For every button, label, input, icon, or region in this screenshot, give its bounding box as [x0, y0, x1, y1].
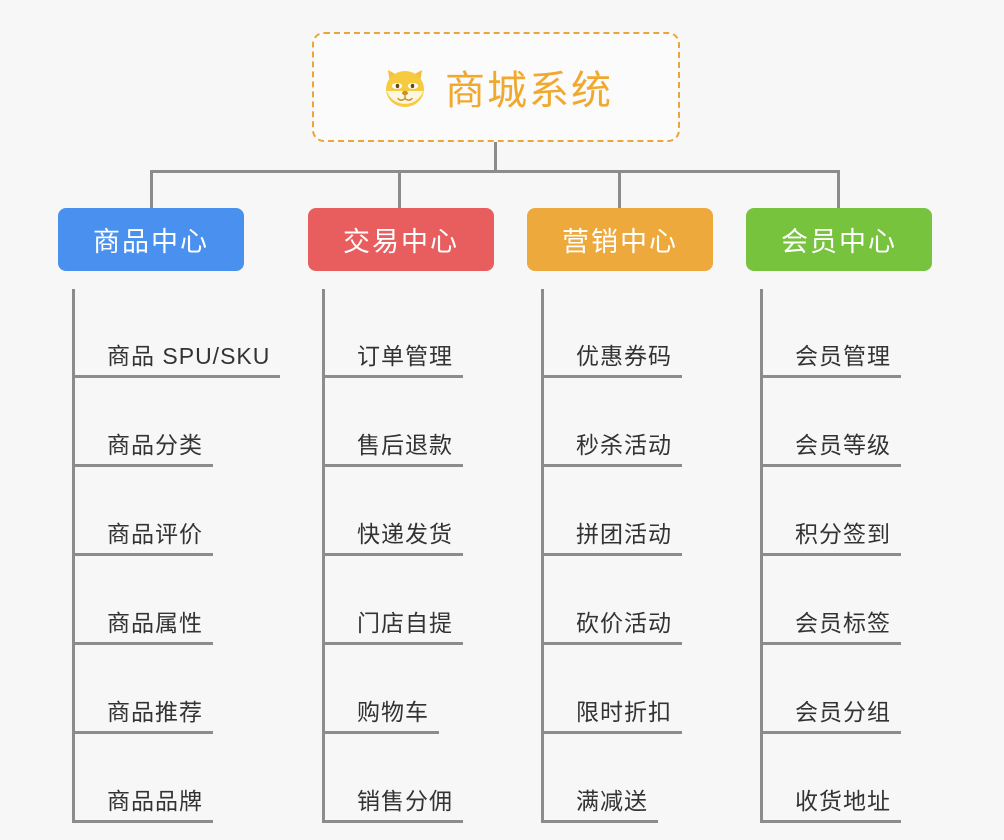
connector-bus: [150, 170, 840, 173]
list-item[interactable]: 商品属性: [75, 556, 244, 645]
leaf-label: 快递发货: [325, 521, 463, 556]
leaf-label: 收货地址: [763, 788, 901, 823]
list-item[interactable]: 购物车: [325, 645, 494, 734]
branch-header-label-3: 营销中心: [562, 227, 678, 257]
leaf-label: 商品评价: [75, 521, 213, 556]
connector-drop-4: [837, 170, 840, 210]
leaf-label: 商品 SPU/SKU: [75, 343, 281, 378]
leaf-label: 砍价活动: [544, 610, 682, 645]
leaf-label: 商品推荐: [75, 699, 213, 734]
list-item[interactable]: 会员等级: [763, 378, 932, 467]
leaf-label: 优惠券码: [544, 343, 682, 378]
leaf-label: 秒杀活动: [544, 432, 682, 467]
branch-column-3: 营销中心 优惠券码 秒杀活动 拼团活动 砍价活动 限时折扣 满减送: [527, 208, 713, 823]
list-item[interactable]: 售后退款: [325, 378, 494, 467]
leaf-label: 购物车: [325, 699, 439, 734]
leaf-label: 商品品牌: [75, 788, 213, 823]
leaf-list-3: 优惠券码 秒杀活动 拼团活动 砍价活动 限时折扣 满减送: [541, 289, 713, 823]
leaf-label: 门店自提: [325, 610, 463, 645]
connector-root-stub: [494, 142, 497, 172]
branch-header-label-4: 会员中心: [781, 227, 897, 257]
list-item[interactable]: 满减送: [544, 734, 713, 823]
list-item[interactable]: 订单管理: [325, 289, 494, 378]
list-item[interactable]: 商品分类: [75, 378, 244, 467]
shiba-dog-face-icon: [379, 61, 431, 113]
connector-drop-2: [398, 170, 401, 210]
list-item[interactable]: 积分签到: [763, 467, 932, 556]
list-item[interactable]: 拼团活动: [544, 467, 713, 556]
leaf-list-4: 会员管理 会员等级 积分签到 会员标签 会员分组 收货地址: [760, 289, 932, 823]
list-item[interactable]: 砍价活动: [544, 556, 713, 645]
branch-header-1[interactable]: 商品中心: [58, 208, 244, 271]
branch-header-4[interactable]: 会员中心: [746, 208, 932, 271]
leaf-list-1: 商品 SPU/SKU 商品分类 商品评价 商品属性 商品推荐 商品品牌: [72, 289, 281, 823]
list-item[interactable]: 优惠券码: [544, 289, 713, 378]
list-item[interactable]: 门店自提: [325, 556, 494, 645]
leaf-label: 积分签到: [763, 521, 901, 556]
list-item[interactable]: 商品推荐: [75, 645, 244, 734]
branch-header-3[interactable]: 营销中心: [527, 208, 713, 271]
list-item[interactable]: 收货地址: [763, 734, 932, 823]
connector-drop-3: [618, 170, 621, 210]
branch-header-2[interactable]: 交易中心: [308, 208, 494, 271]
list-item[interactable]: 商品品牌: [75, 734, 244, 823]
list-item[interactable]: 商品评价: [75, 467, 244, 556]
branch-header-label-1: 商品中心: [93, 227, 209, 257]
list-item[interactable]: 会员管理: [763, 289, 932, 378]
leaf-list-2: 订单管理 售后退款 快递发货 门店自提 购物车 销售分佣: [322, 289, 494, 823]
list-item[interactable]: 快递发货: [325, 467, 494, 556]
leaf-label: 商品属性: [75, 610, 213, 645]
branch-header-label-2: 交易中心: [343, 227, 459, 257]
leaf-label: 订单管理: [325, 343, 463, 378]
leaf-label: 限时折扣: [544, 699, 682, 734]
leaf-label: 会员管理: [763, 343, 901, 378]
branch-column-4: 会员中心 会员管理 会员等级 积分签到 会员标签 会员分组 收货地址: [746, 208, 932, 823]
leaf-label: 会员标签: [763, 610, 901, 645]
leaf-label: 会员等级: [763, 432, 901, 467]
list-item[interactable]: 会员分组: [763, 645, 932, 734]
leaf-label: 售后退款: [325, 432, 463, 467]
branch-column-1: 商品中心 商品 SPU/SKU 商品分类 商品评价 商品属性 商品推荐 商品品牌: [58, 208, 281, 823]
connector-drop-1: [150, 170, 153, 210]
list-item[interactable]: 限时折扣: [544, 645, 713, 734]
list-item[interactable]: 销售分佣: [325, 734, 494, 823]
leaf-label: 拼团活动: [544, 521, 682, 556]
leaf-label: 商品分类: [75, 432, 213, 467]
root-node[interactable]: 商城系统: [312, 32, 680, 142]
leaf-label: 销售分佣: [325, 788, 463, 823]
leaf-label: 满减送: [544, 788, 658, 823]
list-item[interactable]: 会员标签: [763, 556, 932, 645]
leaf-label: 会员分组: [763, 699, 901, 734]
branch-column-2: 交易中心 订单管理 售后退款 快递发货 门店自提 购物车 销售分佣: [308, 208, 494, 823]
list-item[interactable]: 商品 SPU/SKU: [75, 289, 281, 378]
list-item[interactable]: 秒杀活动: [544, 378, 713, 467]
root-title: 商城系统: [445, 69, 613, 113]
